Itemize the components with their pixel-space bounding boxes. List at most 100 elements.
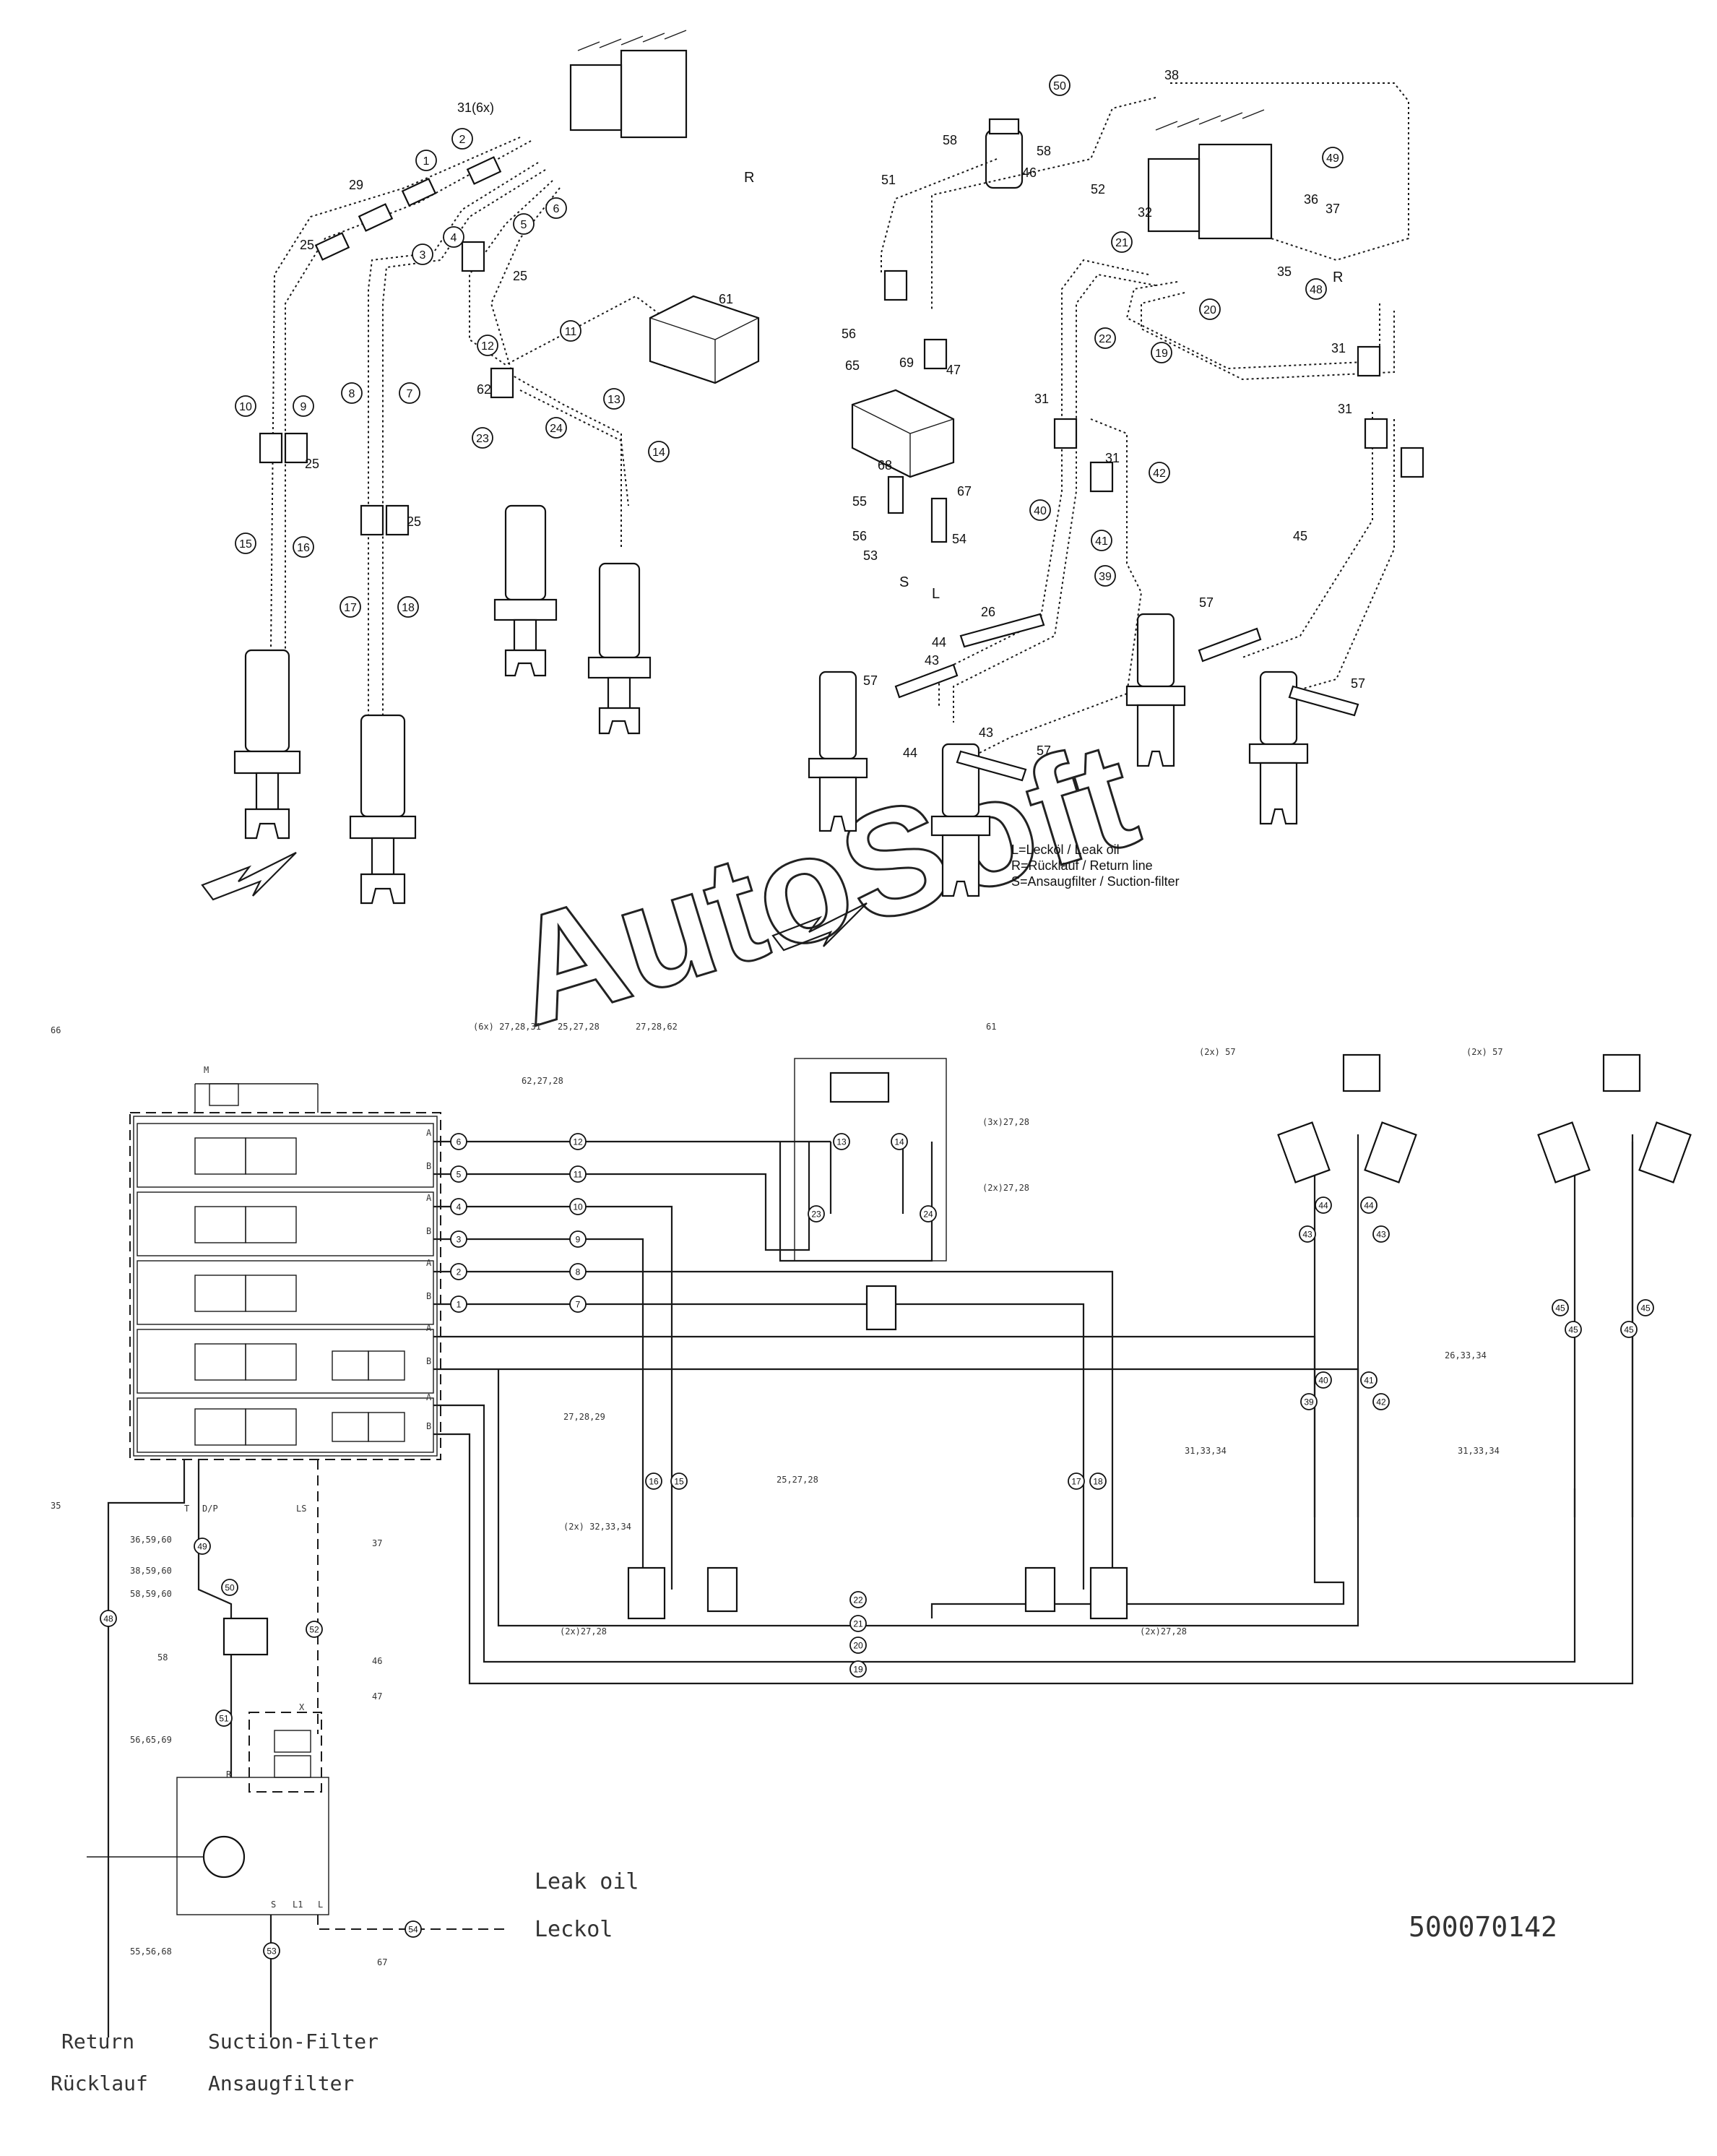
pump-assembly xyxy=(851,389,955,543)
callout-left-c24: 24 xyxy=(545,417,567,439)
callout-text: 4 xyxy=(457,1202,462,1212)
callout-text: 49 xyxy=(1326,152,1339,165)
schem-ref-sLS: LS xyxy=(296,1504,306,1514)
schem-ref-s66: 66 xyxy=(51,1025,61,1035)
callout-text: 45 xyxy=(1568,1324,1578,1334)
cylinder-left-2 xyxy=(349,714,417,905)
callout-left-c11: 11 xyxy=(560,320,581,342)
line-callout-l4: 4 xyxy=(450,1198,467,1215)
suction-filter-label: Suction-Filter xyxy=(208,2030,379,2053)
label-left-p29: 29 xyxy=(349,178,363,192)
label-right-q37: 37 xyxy=(1325,202,1340,216)
callout-text: 23 xyxy=(811,1209,821,1219)
line-callout-l16: 16 xyxy=(645,1472,662,1490)
line-callout-l20: 20 xyxy=(849,1637,867,1654)
callout-text: 1 xyxy=(457,1299,462,1309)
line-callout-l14: 14 xyxy=(891,1133,908,1150)
schem-ref-s58: 58 xyxy=(157,1652,168,1663)
label-right-q32: 32 xyxy=(1138,205,1152,220)
callout-text: 18 xyxy=(1093,1476,1103,1486)
schem-ref-s47: 47 xyxy=(372,1691,382,1702)
port-letter-2: S xyxy=(899,574,909,590)
callout-left-c18: 18 xyxy=(397,596,419,618)
schem-ref-s35: 35 xyxy=(51,1501,61,1511)
callout-left-c4: 4 xyxy=(443,226,464,248)
line-callout-l54: 54 xyxy=(405,1920,422,1938)
hose-44a xyxy=(959,613,1045,648)
label-right-q56a: 56 xyxy=(842,327,856,341)
callout-text: 9 xyxy=(300,401,307,413)
fittings-left xyxy=(259,156,514,536)
valve-sections xyxy=(137,1083,434,1453)
schem-ref-s2xc: (2x)27,28 xyxy=(1140,1626,1187,1637)
callout-text: 44 xyxy=(1318,1200,1328,1210)
line-callout-l6: 6 xyxy=(450,1133,467,1150)
label-right-q43a: 43 xyxy=(925,653,939,668)
schem-ref-s3659: 36,59,60 xyxy=(130,1535,172,1545)
label-right-q45: 45 xyxy=(1293,529,1307,543)
callout-text: 2 xyxy=(457,1267,462,1277)
callout-right-r41: 41 xyxy=(1091,530,1112,551)
line-callout-l9: 9 xyxy=(569,1230,587,1248)
callout-text: 14 xyxy=(894,1137,904,1147)
callout-text: 17 xyxy=(344,602,357,614)
callout-right-r50: 50 xyxy=(1049,74,1071,96)
cylinder-right-3 xyxy=(1125,613,1186,767)
schem-ref-s37: 37 xyxy=(372,1538,382,1548)
callout-left-c1: 1 xyxy=(415,150,437,171)
schem-ref-sM: M xyxy=(204,1065,209,1075)
work-lines xyxy=(433,1140,1634,1685)
label-right-q31d: 31 xyxy=(1105,451,1120,465)
callout-text: 6 xyxy=(457,1137,462,1147)
line-callout-l3: 3 xyxy=(450,1230,467,1248)
label-right-q52: 52 xyxy=(1091,182,1105,197)
callout-left-c17: 17 xyxy=(339,596,361,618)
schem-ref-s3859: 38,59,60 xyxy=(130,1566,172,1576)
line-callout-l48: 48 xyxy=(100,1610,117,1627)
callout-text: 24 xyxy=(923,1209,933,1219)
port-mark-2: A xyxy=(426,1193,432,1203)
callout-right-r19: 19 xyxy=(1151,342,1172,363)
line-callout-l39: 39 xyxy=(1300,1393,1318,1410)
callout-text: 13 xyxy=(607,394,620,406)
line-callout-l43b: 43 xyxy=(1372,1225,1390,1243)
legend-leak: L=Lecköl / Leak oil xyxy=(1011,842,1120,857)
callout-text: 20 xyxy=(853,1640,863,1650)
label-right-q67: 67 xyxy=(957,484,972,499)
callout-left-c10: 10 xyxy=(235,395,256,417)
callout-text: 5 xyxy=(457,1169,462,1179)
schem-ref-sL2: L xyxy=(318,1900,323,1910)
callout-text: 18 xyxy=(402,602,415,614)
line-callout-l13: 13 xyxy=(833,1133,850,1150)
label-right-q56b: 56 xyxy=(852,529,867,543)
bottom-labels: Leak oil Leckol Return Rücklauf Suction-… xyxy=(51,1869,1557,2095)
line-callout-l51: 51 xyxy=(215,1709,233,1727)
schem-ref-s2528: 25,27,28 xyxy=(777,1475,818,1485)
manifold-61 xyxy=(794,1058,947,1262)
label-right-q57a: 57 xyxy=(863,673,878,688)
label-right-q57d: 57 xyxy=(1351,676,1365,691)
callout-text: 40 xyxy=(1318,1375,1328,1385)
label-right-q31c: 31 xyxy=(1338,402,1352,416)
label-right-q44b: 44 xyxy=(903,746,917,760)
callout-text: 8 xyxy=(576,1267,581,1277)
callout-text: 6 xyxy=(553,203,560,215)
label-right-q53: 53 xyxy=(863,548,878,563)
callout-left-c9: 9 xyxy=(293,395,314,417)
line-callout-l21: 21 xyxy=(849,1615,867,1632)
callout-text: 53 xyxy=(267,1946,277,1956)
callout-text: 49 xyxy=(197,1541,207,1551)
schem-ref-sDP: D/P xyxy=(202,1504,218,1514)
schem-ref-s5556: 55,56,68 xyxy=(130,1946,172,1957)
label-right-q69: 69 xyxy=(899,355,914,370)
callout-right-r42: 42 xyxy=(1149,462,1170,483)
callout-text: 17 xyxy=(1071,1476,1081,1486)
line-callout-l43a: 43 xyxy=(1299,1225,1316,1243)
schem-ref-sT: T xyxy=(184,1504,189,1514)
callout-text: 20 xyxy=(1203,304,1216,316)
port-mark-3: B xyxy=(426,1226,431,1236)
callout-text: 48 xyxy=(1310,284,1323,296)
label-right-q43b: 43 xyxy=(979,725,993,740)
label-left-p61: 61 xyxy=(719,292,733,306)
cylinder-left-4 xyxy=(587,562,652,735)
